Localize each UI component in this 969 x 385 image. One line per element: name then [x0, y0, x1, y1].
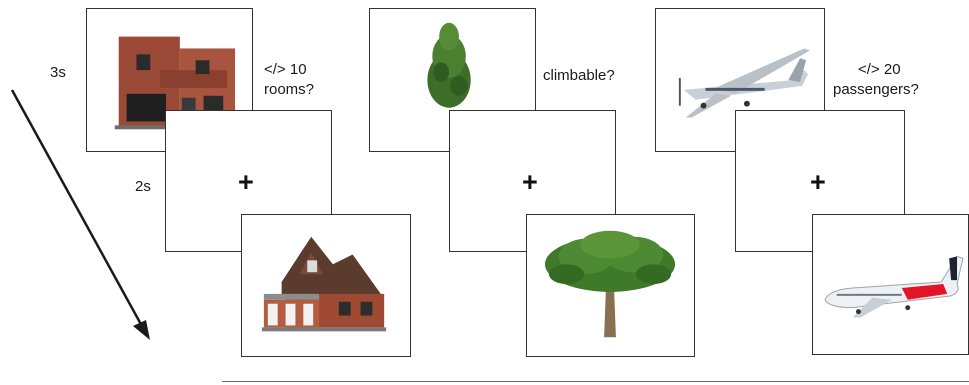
- cue-duration-label: 3s: [50, 64, 66, 81]
- trial-1-question-line2: rooms?: [264, 81, 315, 98]
- bottom-rule: [222, 381, 969, 382]
- trial-2-question-line1: climbable?: [543, 67, 615, 84]
- fixation-duration-label: 2s: [135, 178, 151, 195]
- cottage-house-image: [261, 236, 387, 332]
- propeller-airplane-image: [678, 48, 811, 118]
- fixation-cross: +: [238, 167, 254, 197]
- trial-3-question-line2: passengers?: [833, 81, 919, 98]
- trial-3-target-panel: [812, 214, 969, 355]
- broad-tree-image: [544, 230, 676, 338]
- jet-airliner-image: [824, 255, 964, 318]
- trial-3-question-line1: </> 20: [858, 61, 901, 78]
- trial-1-question-line1: </> 10: [264, 61, 307, 78]
- trial-1-target-panel: [241, 214, 411, 357]
- trial-2-target-panel: [526, 214, 695, 357]
- fixation-cross: +: [810, 167, 826, 197]
- conifer-tree-image: [427, 22, 471, 108]
- fixation-cross: +: [522, 167, 538, 197]
